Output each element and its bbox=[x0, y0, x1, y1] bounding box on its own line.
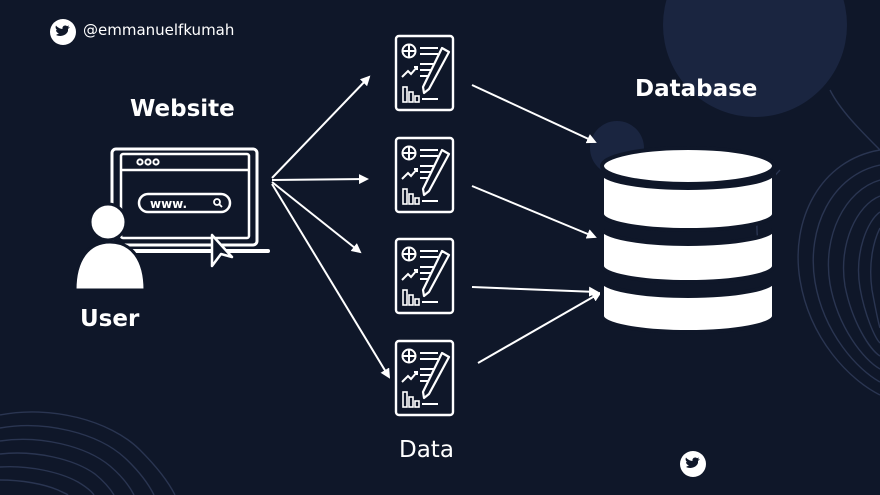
website-label: Website bbox=[130, 96, 235, 122]
decor-circle-large bbox=[663, 0, 847, 117]
database-icon bbox=[600, 146, 776, 334]
decor-contour-lines-left bbox=[0, 411, 176, 495]
document-icon-2 bbox=[394, 136, 455, 214]
laptop-icon bbox=[110, 147, 270, 253]
user-label: User bbox=[80, 306, 140, 332]
document-icon-4 bbox=[394, 339, 455, 417]
website-to-data-arrows bbox=[271, 75, 391, 379]
twitter-bird-icon bbox=[50, 19, 76, 45]
twitter-handle: @emmanuelfkumah bbox=[83, 21, 235, 39]
cursor-icon bbox=[210, 233, 234, 268]
twitter-bird-icon bbox=[680, 451, 706, 477]
data-to-database-arrows bbox=[471, 84, 602, 364]
document-icon-3 bbox=[394, 237, 455, 315]
user-icon bbox=[73, 202, 147, 292]
document-icon-1 bbox=[394, 34, 455, 112]
database-label: Database bbox=[635, 76, 758, 102]
data-label: Data bbox=[399, 437, 454, 463]
url-bar-text: www. bbox=[150, 197, 187, 211]
